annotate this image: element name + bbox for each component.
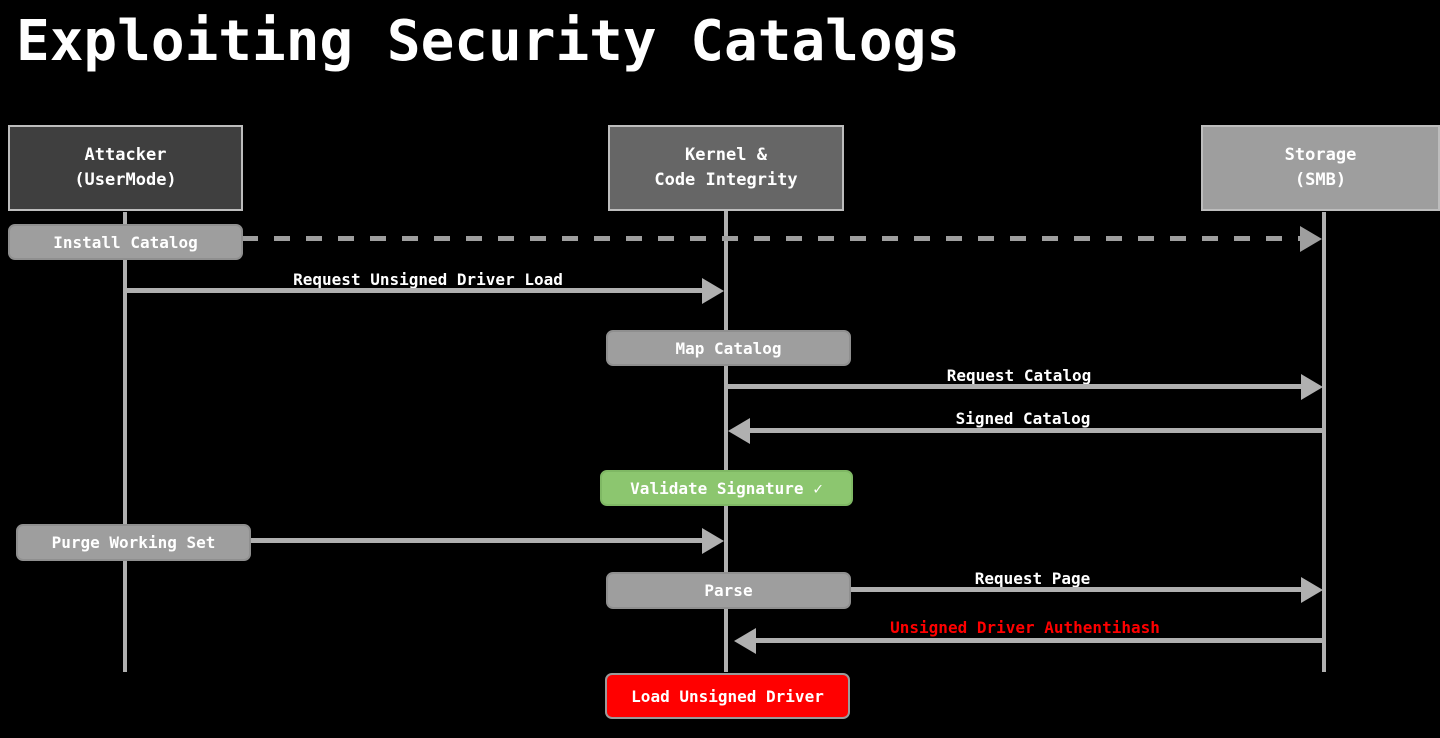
message-line-request-unsigned-driver-load [127, 288, 707, 293]
message-arrowhead-install-catalog [1300, 226, 1322, 252]
lifeline-storage [1322, 212, 1326, 672]
message-arrowhead-request-page [1301, 577, 1323, 603]
participant-kernel[interactable]: Kernel & Code Integrity [608, 125, 844, 211]
activation-validate-signature-label: Validate Signature ✓ [630, 478, 823, 498]
message-line-signed-catalog [750, 428, 1324, 433]
participant-attacker-sublabel: (UserMode) [74, 170, 177, 190]
message-label-unsigned-driver-authentihash: Unsigned Driver Authentihash [890, 618, 1160, 637]
message-label-request-catalog: Request Catalog [946, 366, 1092, 385]
activation-map-catalog[interactable]: Map Catalog [606, 330, 851, 366]
activation-install-catalog-label: Install Catalog [53, 232, 198, 252]
activation-validate-signature[interactable]: Validate Signature ✓ [600, 470, 853, 506]
lifeline-attacker [123, 212, 127, 672]
message-arrowhead-request-unsigned-driver-load [702, 278, 724, 304]
message-label-request-page: Request Page [974, 569, 1091, 588]
participant-storage[interactable]: Storage (SMB) [1201, 125, 1440, 211]
message-arrowhead-unsigned-driver-authentihash [734, 628, 756, 654]
message-arrowhead-purge-working-set [702, 528, 724, 554]
participant-storage-sublabel: (SMB) [1294, 170, 1347, 190]
activation-install-catalog[interactable]: Install Catalog [8, 224, 243, 260]
activation-purge-working-set[interactable]: Purge Working Set [16, 524, 251, 561]
activation-parse[interactable]: Parse [606, 572, 851, 609]
participant-attacker-name: Attacker [84, 145, 167, 166]
participant-storage-name: Storage [1284, 145, 1357, 166]
activation-purge-working-set-label: Purge Working Set [51, 533, 216, 552]
message-label-request-unsigned-driver-load: Request Unsigned Driver Load [293, 270, 563, 289]
activation-parse-label: Parse [704, 581, 753, 600]
message-arrowhead-request-catalog [1301, 374, 1323, 400]
message-label-signed-catalog: Signed Catalog [955, 409, 1091, 428]
activation-load-unsigned-driver[interactable]: Load Unsigned Driver [605, 673, 850, 719]
participant-attacker[interactable]: Attacker (UserMode) [8, 125, 243, 211]
message-line-unsigned-driver-authentihash [756, 638, 1324, 643]
lifeline-kernel [724, 210, 728, 672]
message-line-request-catalog [728, 384, 1308, 389]
activation-map-catalog-label: Map Catalog [675, 338, 782, 358]
message-arrowhead-signed-catalog [728, 418, 750, 444]
message-line-request-page [849, 587, 1308, 592]
activation-load-unsigned-driver-label: Load Unsigned Driver [631, 686, 824, 706]
page-title: Exploiting Security Catalogs [16, 9, 961, 74]
message-line-purge-working-set [249, 538, 707, 543]
message-line-install-catalog [242, 236, 1308, 242]
participant-kernel-sublabel: Code Integrity [654, 170, 798, 190]
participant-kernel-name: Kernel & [685, 145, 767, 166]
